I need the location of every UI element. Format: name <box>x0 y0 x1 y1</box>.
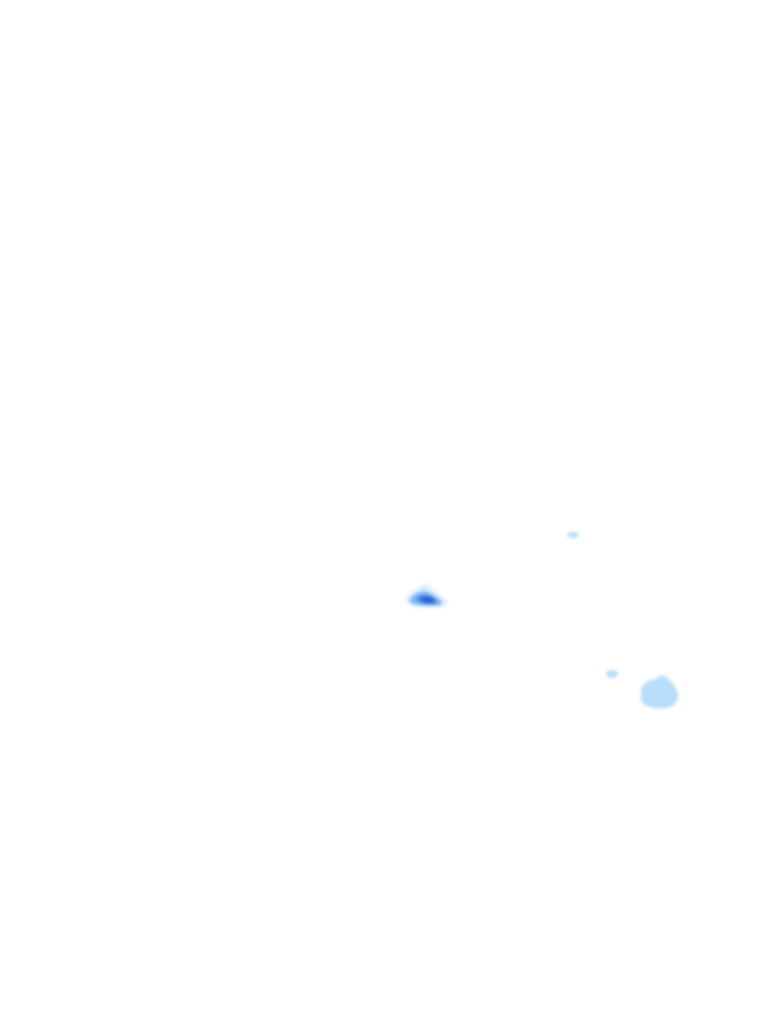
precip-cell-small-north <box>567 532 579 538</box>
precip-cell-small-east <box>606 670 618 678</box>
precip-cell-southeast <box>640 675 679 709</box>
precip-cell-central <box>406 584 448 608</box>
